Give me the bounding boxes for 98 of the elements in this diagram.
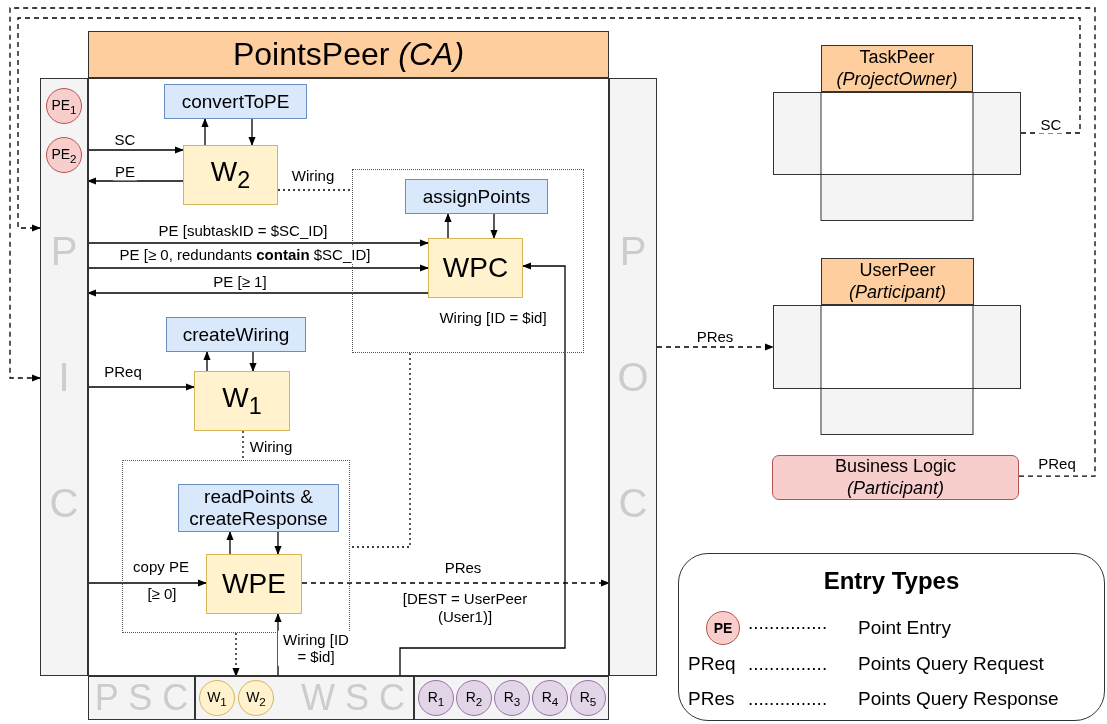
interface-panel [609, 78, 657, 676]
annotation-label: [DEST = UserPeer (User1)] [401, 590, 529, 626]
node-label: R$_{2}$ [465, 688, 483, 708]
node-label: PE [713, 620, 733, 636]
entry-circle [46, 88, 82, 124]
dot-leader: ............... [748, 612, 828, 635]
node-label: readPoints & createResponse [188, 486, 329, 530]
wiring-line [242, 430, 244, 461]
arrow [274, 531, 282, 555]
node-label: (Participant) [849, 281, 946, 304]
response-circle [456, 680, 492, 716]
storage-panel [414, 676, 609, 720]
function-box [405, 179, 548, 214]
dot-leader: ............... [748, 688, 828, 711]
arrow [87, 383, 195, 391]
legend-box [678, 553, 1105, 721]
wiring-box [183, 145, 278, 205]
arrow [87, 177, 184, 185]
entry-description: Points Query Response [858, 688, 1059, 711]
response-circle [570, 680, 606, 716]
edge-label: Wiring [247, 438, 295, 456]
function-box [166, 317, 306, 352]
arrow [203, 351, 211, 372]
node-label: PE$_{2}$ [51, 145, 77, 165]
node-label: Business Logic [834, 455, 957, 478]
node-label: UserPeer [859, 259, 936, 282]
wiring-line [277, 189, 353, 191]
node-label: R$_{4}$ [541, 688, 559, 708]
wiring-circle [238, 680, 274, 716]
node-label: R$_{1}$ [427, 688, 445, 708]
arrow [656, 343, 774, 351]
storage-panel [88, 676, 195, 720]
process-box [206, 554, 302, 614]
arrow [17, 17, 1081, 232]
node-label: WPC [442, 252, 509, 284]
entry-circle [706, 611, 740, 645]
edge-label: Wiring [ID = $id] [437, 309, 549, 327]
wiring-box [194, 371, 290, 431]
arrow [226, 531, 234, 555]
node-label: (ProjectOwner) [836, 68, 958, 91]
function-box [178, 484, 339, 532]
title-band [88, 31, 609, 78]
entry-abbreviation: PReq [688, 653, 736, 676]
arrow [490, 213, 498, 239]
arrow [87, 264, 429, 272]
edge-label: PE [≥ 1] [211, 273, 269, 291]
node-label: (Participant) [847, 477, 944, 500]
arrow [248, 118, 256, 146]
node-label: convertToPE [181, 90, 290, 113]
arrow [87, 239, 429, 247]
arrow [87, 289, 429, 297]
node-label: TaskPeer [859, 46, 935, 69]
arrow [9, 7, 1096, 477]
node-label: R$_{3}$ [503, 688, 521, 708]
dotted-group [122, 460, 350, 633]
legend-title: Entry Types [823, 567, 960, 595]
logic-box [772, 455, 1019, 500]
annotation-label: [≥ 0] [146, 585, 178, 603]
dot-leader: ............... [748, 653, 828, 676]
peer-cross-drawing [773, 305, 1021, 435]
entry-description: Points Query Request [858, 653, 1044, 676]
node-label: assignPoints [422, 185, 531, 208]
arrow [87, 146, 184, 154]
edge-label: PE [≥ 0, redundants contain $SC_ID] [117, 246, 373, 264]
wiring-circle [199, 680, 235, 716]
wiring-line [349, 352, 411, 548]
response-circle [418, 680, 454, 716]
node-label: W$_{1}$ [222, 382, 262, 420]
node-label: PointsPeer (CA) [232, 36, 465, 73]
interface-panel [40, 78, 88, 676]
peer-cross-drawing [773, 92, 1021, 221]
edge-label: PE [subtaskID = $SC_ID] [156, 222, 330, 240]
response-circle [532, 680, 568, 716]
entry-abbreviation: PRes [688, 688, 735, 711]
node-label: W$_{2}$ [210, 156, 251, 194]
node-label: W$_{1}$ [207, 688, 227, 708]
entry-circle [46, 137, 82, 173]
arrow [399, 262, 566, 677]
arrow [249, 351, 257, 372]
node-label: W$_{2}$ [246, 688, 266, 708]
wiring-line [232, 632, 240, 677]
node-label: PE$_{1}$ [51, 96, 77, 116]
process-box [428, 238, 523, 298]
storage-panel [195, 676, 414, 720]
peer-header [821, 258, 974, 305]
arrow [87, 579, 207, 587]
entry-description: Point Entry [858, 617, 951, 640]
function-box [164, 84, 307, 119]
arrow [274, 613, 282, 677]
node-label: WPE [222, 568, 286, 600]
edge-label: Wiring [289, 167, 337, 185]
node-label: R$_{5}$ [579, 688, 597, 708]
arrow [301, 579, 610, 587]
peer-header [821, 45, 973, 92]
arrow [444, 213, 452, 239]
response-circle [494, 680, 530, 716]
node-label: createWiring [182, 323, 290, 346]
arrow [201, 118, 209, 146]
